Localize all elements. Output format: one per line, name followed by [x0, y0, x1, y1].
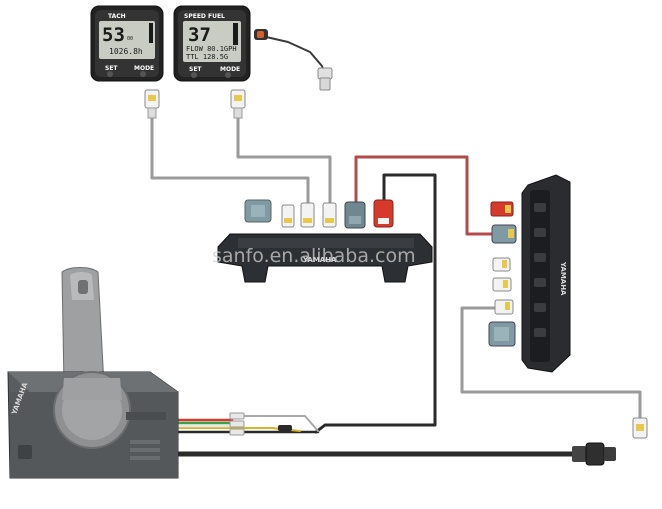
speed-set-label: SET	[189, 66, 202, 73]
lever-trim-button[interactable]	[78, 280, 88, 294]
watermark: sanfo.en.alibaba.com	[212, 245, 416, 267]
tach-bar-icon	[149, 23, 153, 43]
speed-sensor-icon	[254, 29, 333, 91]
wires	[150, 35, 642, 457]
wire-tach-cable	[150, 116, 310, 212]
tach-set-button[interactable]	[107, 71, 113, 77]
switch-panel: YAMAHA	[521, 174, 571, 373]
panel-connector-white-3-icon	[494, 299, 514, 315]
speed-title: SPEED FUEL	[184, 13, 225, 20]
junction-brand: YAMAHA	[302, 256, 337, 264]
speed-bar-icon	[233, 23, 238, 45]
speed-connector-icon	[230, 89, 246, 119]
speed-lcd	[183, 21, 241, 62]
wire-speed-cable	[236, 116, 332, 212]
tach-hours: 1026.8h	[109, 47, 143, 56]
junction-connector-3-icon	[322, 202, 337, 228]
speed-value: 37	[188, 24, 211, 46]
panel-switch-1[interactable]	[534, 203, 546, 212]
panel-switch-4[interactable]	[534, 278, 546, 287]
harness-plug-icon	[572, 442, 616, 466]
speed-mode-button[interactable]	[225, 72, 231, 78]
speed-mode-label: MODE	[220, 66, 240, 73]
remote-control-box: YAMAHA	[7, 267, 179, 479]
wire-black-cable	[314, 173, 437, 434]
wire-sensor-cable	[261, 35, 327, 81]
tach-rpm-unit: 00	[127, 36, 133, 42]
tach-connector-icon	[144, 89, 160, 119]
speed-set-button[interactable]	[191, 72, 197, 78]
junction-connector-1-icon	[281, 204, 295, 228]
panel-switch-6[interactable]	[534, 328, 546, 337]
panel-connector-white-2-icon	[492, 277, 512, 292]
panel-connectors	[488, 201, 517, 347]
speed-total: TTL 128.5G	[186, 53, 228, 61]
wire-panel-gray-cable	[460, 306, 642, 420]
tach-lcd	[99, 21, 155, 59]
tach-set-label: SET	[105, 65, 118, 72]
wire-red-cable	[354, 155, 494, 236]
panel-switch-2[interactable]	[534, 228, 546, 237]
wire-ctrl-gray	[234, 415, 319, 432]
control-neutral-switch[interactable]	[18, 445, 32, 459]
speed-fuel-gauge: SPEED FUEL 37 FLOW 80.1GPH TTL 128.5G SE…	[173, 5, 251, 82]
inline-fuse-icon	[278, 425, 292, 431]
bottom-right-connector-icon	[632, 417, 648, 439]
tach-mode-button[interactable]	[140, 71, 146, 77]
tach-rpm-value: 53	[102, 24, 125, 46]
panel-connector-white-1-icon	[492, 257, 511, 272]
junction-box: YAMAHA	[217, 199, 433, 283]
tach-title: TACH	[108, 13, 126, 20]
control-wire-terminals	[229, 412, 245, 436]
junction-connector-2-icon	[300, 202, 315, 228]
panel-switch-5[interactable]	[534, 303, 546, 312]
tach-gauge: TACH 53 00 1026.8h SET MODE	[90, 5, 164, 82]
panel-switch-3[interactable]	[534, 253, 546, 262]
junction-connector-4-icon	[344, 201, 366, 229]
tach-mode-label: MODE	[134, 65, 154, 72]
panel-brand: YAMAHA	[559, 261, 567, 296]
speed-flow: FLOW 80.1GPH	[186, 45, 237, 53]
